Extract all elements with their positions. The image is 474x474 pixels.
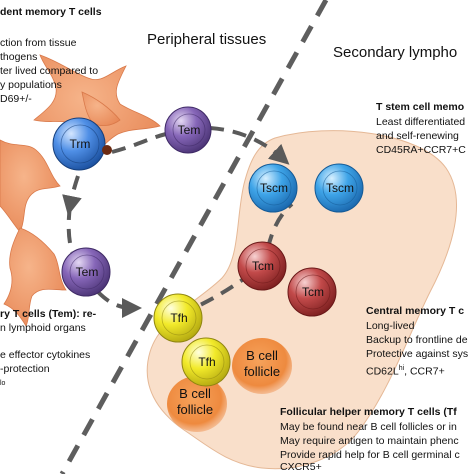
annotation-tfh-line-2: May require antigen to maintain phenc bbox=[280, 435, 459, 447]
cell-tem-bottom bbox=[61, 247, 111, 297]
follicle-right-label-1: B cell bbox=[246, 348, 278, 363]
annotation-tem-line-2: -protection bbox=[0, 363, 50, 375]
annotation-trm-title: dent memory T cells bbox=[0, 6, 102, 18]
cell-tfh-2 bbox=[181, 337, 231, 387]
region-title-secondary: Secondary lympho bbox=[333, 44, 458, 61]
cell-tcm-2 bbox=[287, 267, 337, 317]
annotation-tem-title-1: ry T cells (Tem): re- bbox=[0, 308, 97, 320]
annotation-tfh-line-3: Provide rapid help for B cell germinal c bbox=[280, 449, 460, 461]
cell-tscm-2 bbox=[314, 163, 364, 213]
annotation-trm-line-2: thogens bbox=[0, 51, 38, 63]
annotation-tfh-line-1: May be found near B cell follicles or in bbox=[280, 421, 457, 433]
cell-label-trm: Trm bbox=[70, 137, 91, 151]
annotation-tem-line-3: lo bbox=[0, 380, 6, 387]
annotation-tfh-title: Follicular helper memory T cells (Tf bbox=[280, 406, 457, 418]
annotation-tcm-line-4: CD62Lhi, CCR7+ bbox=[366, 365, 445, 378]
cell-label-tfh-1: Tfh bbox=[170, 311, 187, 325]
cell-label-tcm-1: Tcm bbox=[252, 259, 274, 273]
region-title-peripheral: Peripheral tissues bbox=[147, 31, 267, 48]
cell-label-tfh-2: Tfh bbox=[198, 355, 215, 369]
annotation-trm-line-5: D69+/- bbox=[0, 93, 32, 105]
annotation-tscm-title: T stem cell memo bbox=[376, 101, 465, 113]
follicle-left bbox=[167, 376, 227, 432]
cell-tem-top bbox=[164, 106, 212, 154]
cell-label-tem-top: Tem bbox=[178, 123, 201, 137]
annotation-trm-line-4: y populations bbox=[0, 79, 62, 91]
annotation-tcm-title: Central memory T c bbox=[366, 305, 465, 317]
cell-label-tem-bottom: Tem bbox=[76, 265, 99, 279]
annotation-trm-line-1: ction from tissue bbox=[0, 37, 77, 49]
follicle-right-label-2: follicle bbox=[244, 364, 280, 379]
follicle-left-label-2: follicle bbox=[177, 402, 213, 417]
annotation-tscm-line-3: CD45RA+CCR7+C bbox=[376, 144, 466, 156]
annotation-tcm-line-2: Backup to frontline de bbox=[366, 334, 468, 346]
cell-label-tscm-2: Tscm bbox=[326, 181, 354, 195]
cell-tscm-1 bbox=[248, 163, 298, 213]
annotation-tscm-line-2: and self-renewing bbox=[376, 130, 459, 142]
annotation-tcm-line-3: Protective against sys bbox=[366, 348, 469, 360]
cell-trm bbox=[52, 117, 112, 171]
annotation-tfh-line-4: CXCR5+ bbox=[280, 461, 322, 473]
follicle-right bbox=[232, 338, 292, 394]
annotation-tscm-line-1: Least differentiated bbox=[376, 116, 466, 128]
follicle-left-label-1: B cell bbox=[179, 386, 211, 401]
tissue-cells bbox=[0, 54, 161, 327]
annotation-trm-line-3: ter lived compared to bbox=[0, 65, 99, 77]
annotation-tcm-line-1: Long-lived bbox=[366, 320, 415, 332]
annotation-tem-title-2: n lymphoid organs bbox=[0, 322, 86, 334]
annotation-tem-line-1: e effector cytokines bbox=[0, 349, 91, 361]
cell-tfh-1 bbox=[153, 293, 203, 343]
tissue-boundary-line bbox=[59, 0, 329, 474]
cell-label-tscm-1: Tscm bbox=[260, 181, 288, 195]
cell-label-tcm-2: Tcm bbox=[302, 285, 324, 299]
cell-tcm-1 bbox=[237, 241, 287, 291]
